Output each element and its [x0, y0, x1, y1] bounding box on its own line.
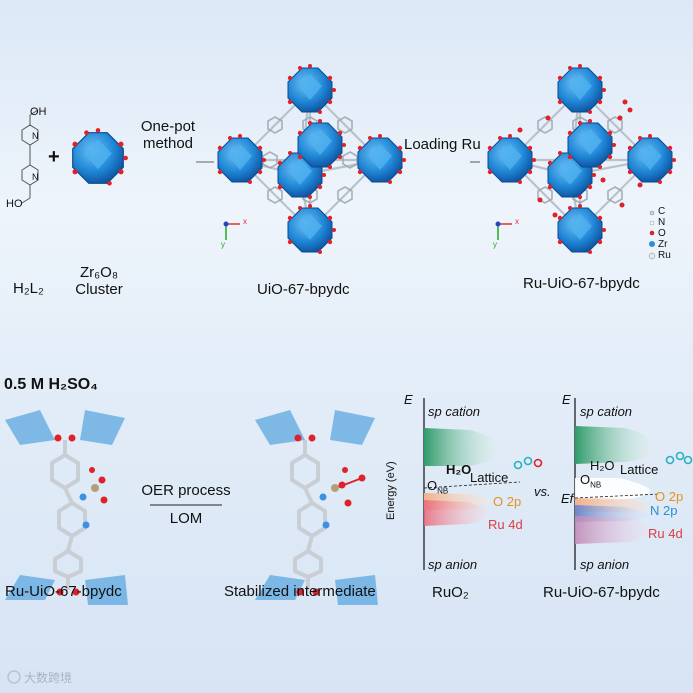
ruuio-lattice: Lattice	[620, 462, 659, 477]
step1-line2: method	[142, 135, 194, 152]
ruo2-onb-o: O	[427, 478, 438, 493]
axis-x-right: x	[515, 217, 519, 226]
ruo2-onb: ONB	[427, 478, 448, 496]
left-molecule-label: Ru-UiO-67-bpydc	[5, 583, 122, 600]
legend-n: N	[658, 217, 666, 228]
ruo2-lattice: Lattice	[470, 470, 509, 485]
ruuio-ru4d: Ru 4d	[648, 526, 683, 541]
ligand-n1-label: N	[32, 131, 39, 141]
legend-zr: Zr	[658, 239, 668, 250]
molecule-middle	[255, 410, 378, 605]
ru-uio-oxygen-rings	[665, 451, 693, 465]
element-legend: C N O Zr Ru	[658, 206, 671, 261]
axis-x-left: x	[243, 217, 247, 226]
legend-markers	[648, 210, 656, 260]
watermark-logo	[7, 670, 21, 684]
ligand-ho-label: HO	[6, 198, 23, 210]
ruuio-onb-sub: NB	[590, 480, 602, 490]
ligand-oh-label: OH	[30, 106, 47, 118]
electrolyte-label: 0.5 M H₂SO₄	[4, 376, 98, 393]
ruuio-o2p: O 2p	[655, 489, 684, 504]
ruo2-y-axis-label: Energy (eV)	[385, 461, 397, 520]
plus-sign: +	[48, 146, 60, 168]
ruuio-n2p: N 2p	[650, 503, 678, 518]
lom-label: LOM	[169, 510, 203, 527]
h2l2-label: H₂L₂	[13, 280, 44, 297]
step1-line1: One-pot	[140, 118, 196, 135]
step1-label: One-pot method	[132, 118, 204, 152]
ru-uio-band-diagram	[574, 398, 661, 570]
ru-uio-label: Ru-UiO-67-bpydc	[523, 275, 640, 292]
ruo2-oxygen-rings	[513, 456, 543, 470]
oer-process-label: OER process	[141, 482, 231, 499]
ligand-structure	[21, 109, 39, 204]
intermediate-label: Stabilized intermediate	[224, 583, 376, 600]
legend-o: O	[658, 228, 666, 239]
axes-glyph-left	[223, 221, 240, 240]
ruuio-energy-e: E	[562, 392, 571, 407]
ruuio-ef: Ef	[561, 491, 574, 506]
ruuio-onb: ONB	[580, 472, 601, 490]
axis-y-right: y	[493, 240, 497, 249]
legend-ru: Ru	[658, 250, 671, 261]
watermark-text: 大数跨境	[24, 671, 73, 685]
ru-uio-framework	[487, 63, 677, 255]
ruuio-h2o: H₂O	[590, 458, 615, 473]
ruo2-o2p: O 2p	[493, 494, 522, 509]
ruo2-sp-anion: sp anion	[428, 557, 478, 572]
axes-glyph-right	[495, 221, 512, 240]
cluster-label: Zr₆O₈ Cluster	[64, 264, 134, 298]
ruo2-ru4d: Ru 4d	[488, 517, 523, 532]
legend-c: C	[658, 206, 666, 217]
uio-label: UiO-67-bpydc	[257, 281, 350, 298]
ruo2-sp-cation: sp cation	[428, 404, 481, 419]
ruo2-onb-sub: NB	[437, 486, 449, 496]
axis-y-left: y	[221, 240, 225, 249]
cluster-formula: Zr₆O₈	[79, 264, 119, 281]
ruo2-label: RuO₂	[432, 584, 469, 601]
step2-label: Loading Ru	[404, 136, 481, 153]
ruuio-label: Ru-UiO-67-bpydc	[543, 584, 660, 601]
ruuio-sp-anion: sp anion	[580, 557, 630, 572]
ruuio-onb-o: O	[580, 472, 591, 487]
ruo2-band-diagram	[423, 398, 521, 570]
ruo2-energy-e: E	[404, 392, 413, 407]
molecule-left	[5, 410, 128, 605]
uio-framework	[217, 63, 407, 255]
cluster-word: Cluster	[75, 281, 123, 298]
ruuio-sp-cation: sp cation	[580, 404, 633, 419]
ruo2-h2o: H₂O	[446, 462, 472, 477]
vs-label: vs.	[534, 484, 551, 499]
ligand-n2-label: N	[32, 172, 39, 182]
